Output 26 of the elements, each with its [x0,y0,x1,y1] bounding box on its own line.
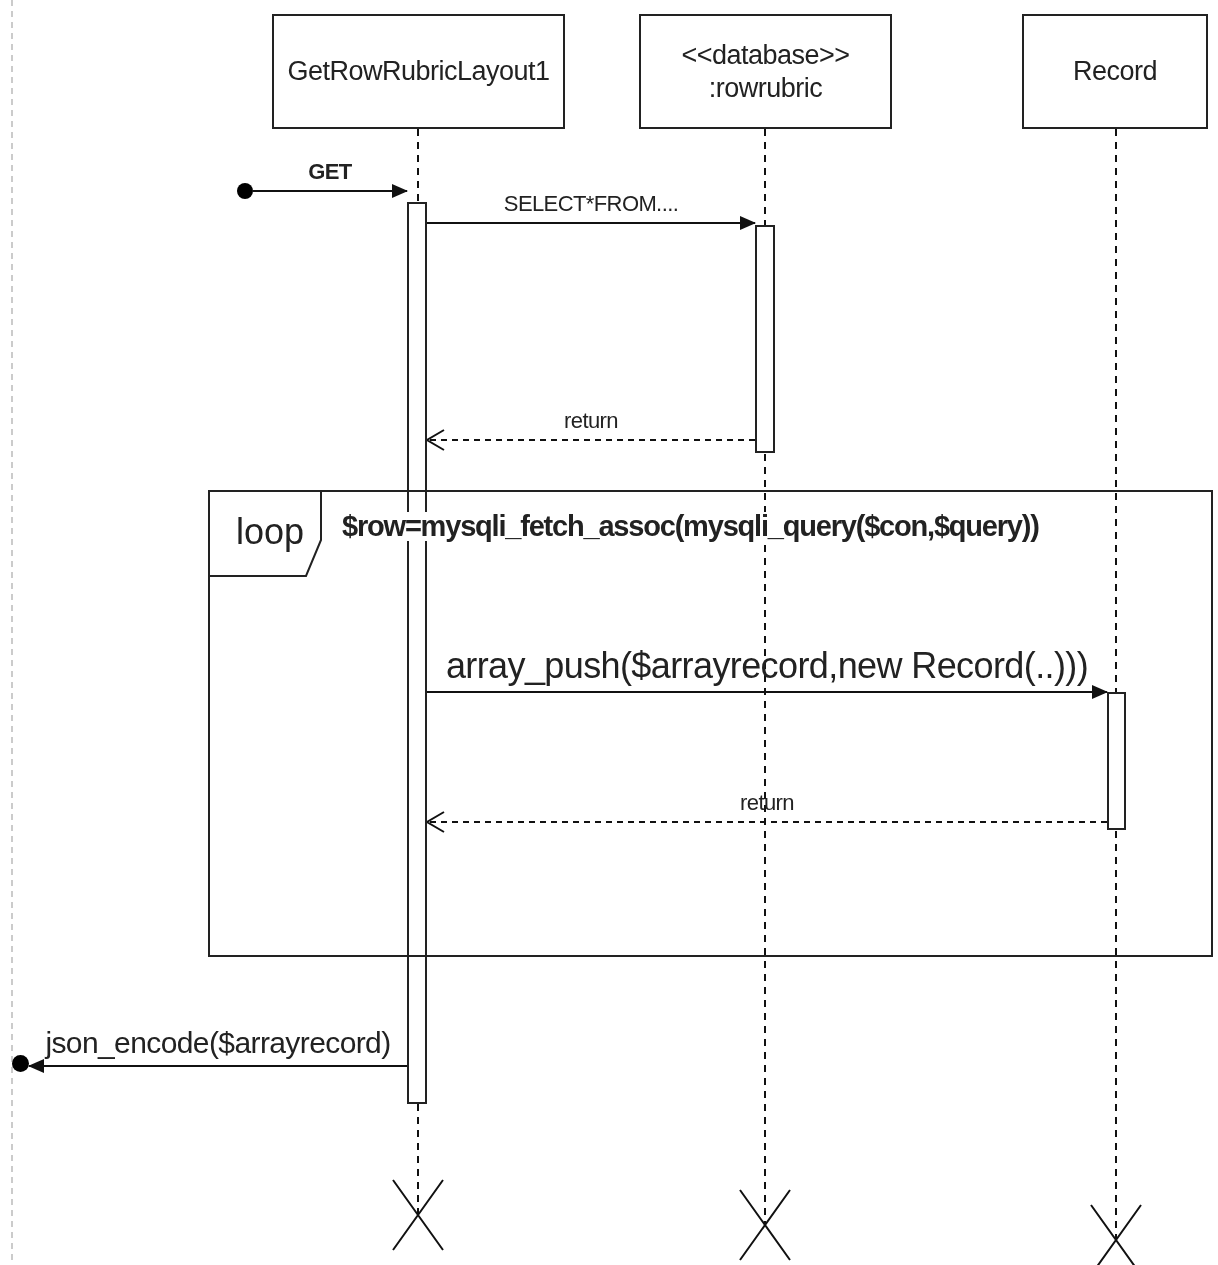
participant-name: Record [1072,55,1157,88]
participant-name: :rowrubric [708,71,823,104]
message-arrow [426,216,756,230]
return-arrow [426,811,1108,833]
message-label: return [564,410,618,432]
loop-frame [208,490,1213,957]
message-label: json_encode($arrayrecord) [45,1028,391,1058]
activation-bar [755,225,775,453]
loop-condition: $row=mysqli_fetch_assoc(mysqli_query($con,$query)) [342,512,1039,541]
lifeline-head-box [1022,14,1208,129]
message-arrow [252,184,408,198]
message-label: return [740,792,794,814]
endpoint-dot [237,183,253,199]
message-arrow [28,1059,408,1073]
lifeline-head-box [639,14,892,129]
message-arrow [426,685,1108,699]
lifeline-head-box [272,14,565,129]
message-label: GET [308,161,352,183]
participant-name: GetRowRubricLayout1 [287,55,550,88]
message-label: array_push($arrayrecord,new Record(..))) [445,648,1089,684]
activation-bar [1107,692,1126,830]
message-label: SELECT*FROM.... [503,193,679,215]
participant-name: <<database>> [681,39,850,72]
return-arrow [426,429,756,451]
endpoint-dot [12,1055,29,1072]
frame-keyword: loop [236,514,305,550]
